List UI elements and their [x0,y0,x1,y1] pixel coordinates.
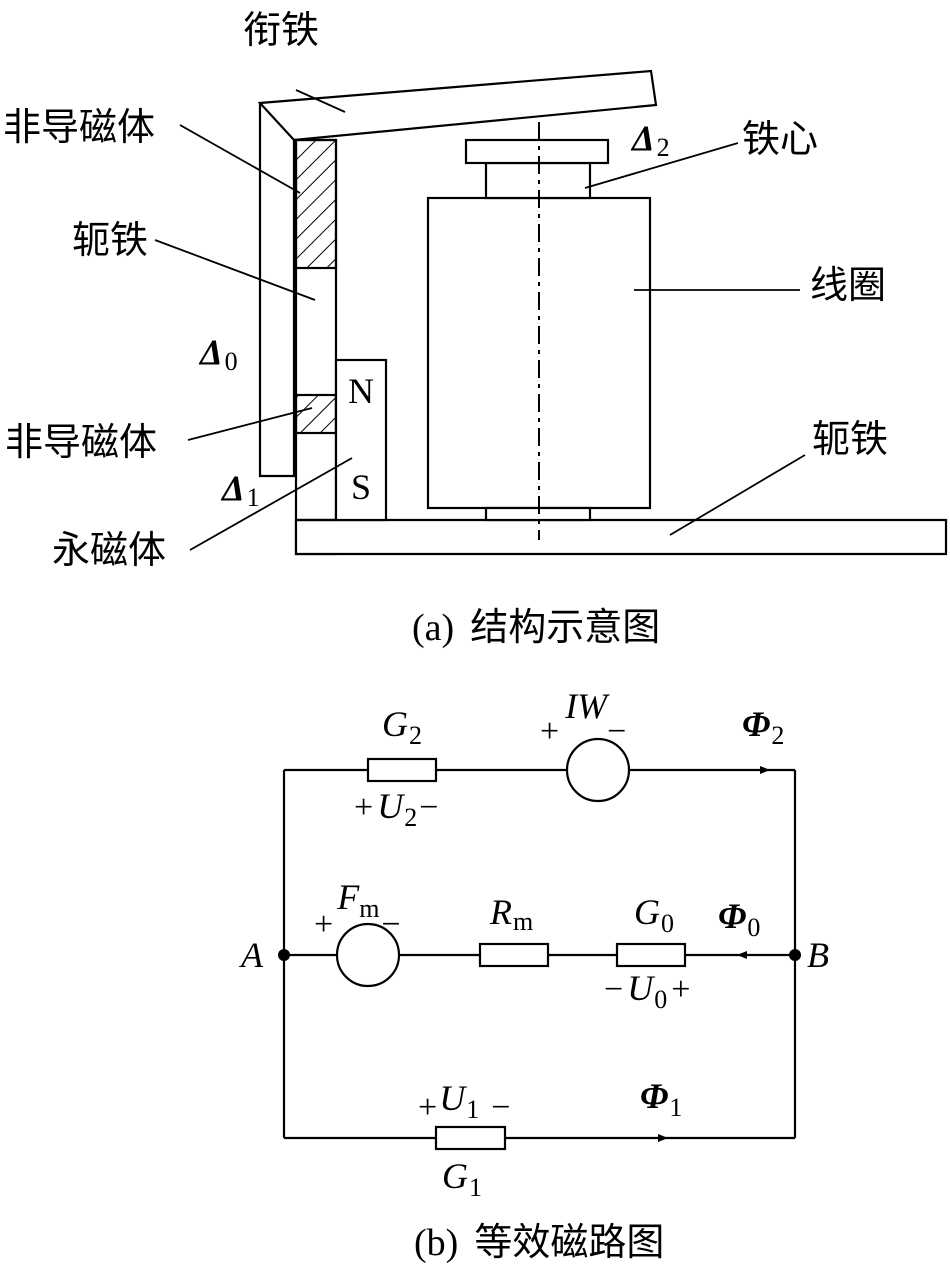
nonmag-piece-top [294,138,338,270]
label-delta1: Δ1 [220,468,260,512]
label-g2: G2 [382,704,422,750]
core-cap [464,138,610,165]
label-rm: Rm [489,892,533,936]
rm-reluctance [478,942,550,968]
label-nonmag-top: 非导磁体 [3,105,155,149]
label-permanent-magnet: 永磁体 [52,528,166,572]
label-delta2: Δ2 [630,118,670,162]
caption-a: (a)结构示意图 [412,605,660,649]
caption-b: (b)等效磁路图 [414,1220,664,1264]
label-u2: +U2− [354,786,438,832]
node-b-label: B [807,935,829,975]
node-a-dot [278,949,290,961]
permanent-magnet-block [334,358,388,522]
label-nonmag-mid: 非导磁体 [5,420,157,464]
g0-reluctance [615,942,687,968]
label-yoke-bottom: 轭铁 [812,417,888,461]
nonmag-piece-mid [294,393,338,435]
fm-source [335,922,401,988]
g2-reluctance [366,757,438,783]
label-g0: G0 [634,892,674,938]
label-armature: 衔铁 [243,8,319,52]
label-iw: +IW− [540,686,626,750]
pole-s: S [351,467,371,507]
circuit-diagram: A B G2 +U2− +IW− Φ2 +Fm− Rm G0 Φ0 −U0+ [239,686,829,1264]
label-phi1: Φ1 [640,1076,682,1122]
label-fm: +Fm− [314,877,401,943]
label-core: 铁心 [742,117,818,161]
label-u1: +U1− [418,1078,510,1126]
label-delta0: Δ0 [198,332,238,376]
label-u0: −U0+ [604,968,690,1014]
iw-source [565,737,631,803]
label-phi0: Φ0 [718,896,760,942]
armature-bar [257,69,658,142]
yoke-bottom [294,518,948,556]
node-b-dot [789,949,801,961]
label-yoke-left: 轭铁 [72,218,148,262]
g1-reluctance [434,1125,507,1151]
label-coil: 线圈 [810,263,886,307]
pole-n: N [348,371,374,411]
node-a-label: A [239,935,264,975]
structure-diagram: N S 衔铁 非导磁体 轭铁 非导磁体 永磁体 铁心 线圈 轭铁 Δ0 Δ1 [3,8,948,649]
label-g1: G1 [442,1156,482,1202]
label-phi2: Φ2 [742,704,784,750]
